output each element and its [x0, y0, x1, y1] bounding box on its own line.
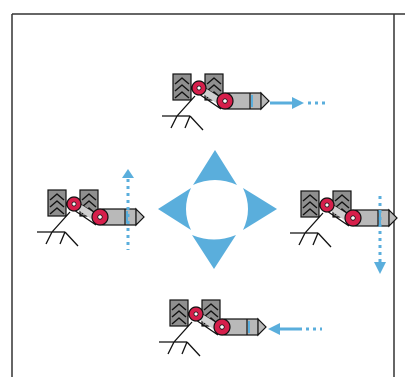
motion-arrow-right-icon — [270, 97, 326, 109]
arrow-down-icon — [192, 235, 236, 269]
robot-tool-top — [161, 73, 326, 131]
motion-arrow-down-icon — [374, 196, 386, 274]
robot-tool-left — [36, 169, 145, 250]
arrow-left-icon — [158, 188, 191, 230]
arrow-up-icon — [193, 150, 237, 185]
motion-arrow-left-icon — [268, 323, 322, 335]
arrow-right-icon — [243, 188, 277, 230]
robot-tool-bottom — [158, 299, 322, 357]
motion-arrow-up-icon — [122, 169, 134, 250]
robot-tool-right — [289, 190, 398, 274]
four-direction-arrows-icon — [158, 150, 277, 269]
